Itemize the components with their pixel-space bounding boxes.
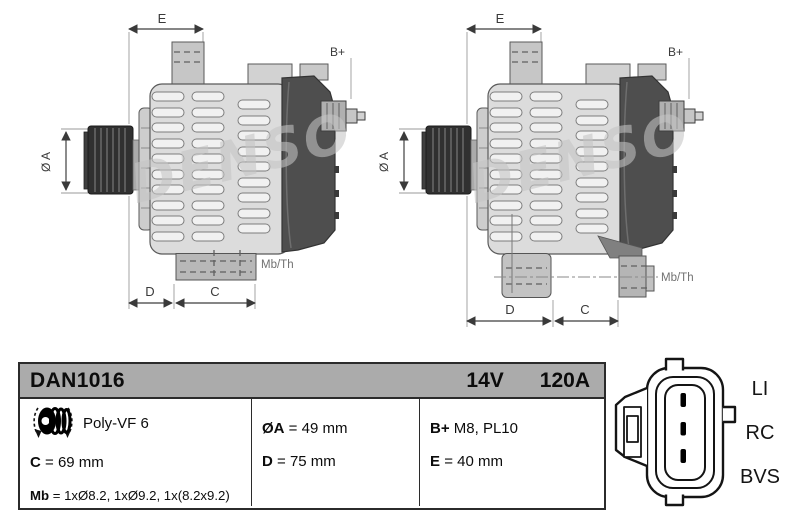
spec-table: DAN1016 14V 120A bbox=[18, 362, 606, 510]
dim-label-c: C bbox=[210, 284, 219, 299]
dim-label-d: D bbox=[145, 284, 154, 299]
dim-oa-spec: ØA = 49 mm bbox=[262, 420, 347, 437]
mb-value: = 1xØ8.2, 1xØ9.2, 1x(8.2x9.2) bbox=[52, 488, 230, 503]
dim-c-value: = 69 mm bbox=[45, 454, 104, 471]
spec-table-header: DAN1016 14V 120A bbox=[20, 364, 604, 399]
dim-d-spec: D = 75 mm bbox=[262, 453, 336, 470]
pulley-type: Poly-VF 6 bbox=[83, 414, 149, 432]
pulley-spec: Poly-VF 6 bbox=[30, 402, 149, 444]
amperage-value: 120A bbox=[539, 368, 590, 392]
spec-table-body: Poly-VF 6 C = 69 mm Mb = 1xØ8.2, 1xØ9.2,… bbox=[20, 399, 604, 506]
dim-e-key: E bbox=[430, 453, 441, 470]
spec-col-2: ØA = 49 mm D = 75 mm bbox=[252, 399, 420, 506]
dim-label-d: D bbox=[505, 302, 514, 317]
bplus-value: M8, PL10 bbox=[453, 420, 518, 437]
bplus-spec: B+ M8, PL10 bbox=[430, 420, 518, 437]
left-view-mounting: D C Mb/Th bbox=[128, 196, 294, 309]
connector-diagram: LI RC BVS bbox=[614, 357, 780, 507]
dim-d-value: = 75 mm bbox=[277, 453, 336, 470]
dim-c-key: C bbox=[30, 454, 41, 471]
mbth-label: Mb/Th bbox=[661, 272, 694, 284]
spec-col-3: B+ M8, PL10 E = 40 mm bbox=[420, 399, 604, 506]
mb-key: Mb bbox=[30, 488, 50, 503]
mount-holes-spec: Mb = 1xØ8.2, 1xØ9.2, 1x(8.2x9.2) bbox=[30, 488, 230, 503]
dim-oa-value: = 49 mm bbox=[288, 420, 348, 437]
dim-e-value: = 40 mm bbox=[444, 453, 503, 470]
connector-pins bbox=[680, 393, 686, 463]
right-view-mounting: Mb/Th D C bbox=[466, 196, 694, 327]
connector-bottom-tab bbox=[664, 494, 685, 507]
alternator-drawings: E Ø A bbox=[0, 0, 800, 327]
bplus-key: B+ bbox=[430, 420, 450, 437]
connector-right-tab bbox=[722, 405, 737, 424]
part-number: DAN1016 bbox=[30, 368, 126, 392]
mbth-label: Mb/Th bbox=[261, 259, 294, 271]
dim-oa-key: ØA bbox=[262, 420, 285, 437]
dim-c-spec: C = 69 mm bbox=[30, 454, 104, 471]
voltage-value: 14V bbox=[466, 368, 504, 392]
dim-e-spec: E = 40 mm bbox=[430, 453, 503, 470]
connector-top-tab bbox=[664, 357, 685, 371]
pin-label-rc: RC bbox=[746, 422, 775, 444]
dim-d-key: D bbox=[262, 453, 273, 470]
dim-label-c: C bbox=[580, 302, 589, 317]
spec-col-1: Poly-VF 6 C = 69 mm Mb = 1xØ8.2, 1xØ9.2,… bbox=[20, 399, 252, 506]
pin-label-li: LI bbox=[752, 378, 769, 400]
pin-label-bvs: BVS bbox=[740, 466, 780, 488]
pulley-icon bbox=[33, 407, 73, 438]
